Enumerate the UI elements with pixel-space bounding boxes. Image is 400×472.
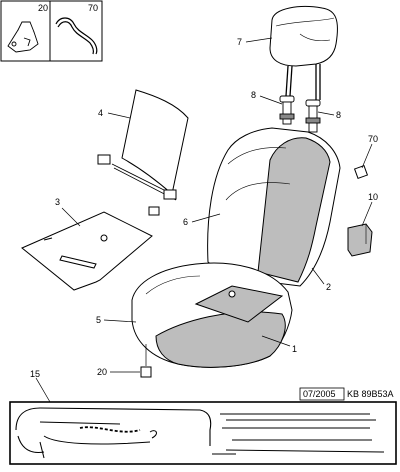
callout-20: 20 <box>97 367 107 377</box>
wire-part-icon <box>55 17 98 55</box>
seat-pad <box>21 211 153 291</box>
callout-8-right: 8 <box>336 110 341 120</box>
headrest <box>269 6 338 100</box>
callout-7: 7 <box>237 37 242 47</box>
callout-70: 70 <box>368 134 378 144</box>
seat-cushion <box>131 262 293 368</box>
callout-6: 6 <box>183 217 188 227</box>
part-20-marker <box>140 366 152 378</box>
legend-label-20: 20 <box>38 3 48 13</box>
legend-label-70: 70 <box>88 3 98 13</box>
reference-stamp: 07/2005 KB 89B53A <box>299 387 394 401</box>
callout-8-left: 8 <box>251 90 256 100</box>
reference-date: 07/2005 <box>303 389 336 399</box>
leader-lines <box>35 37 373 403</box>
side-trim <box>347 223 373 257</box>
seat-back <box>207 127 341 287</box>
callout-15: 15 <box>30 369 40 379</box>
callout-5: 5 <box>96 315 101 325</box>
callout-3: 3 <box>55 197 60 207</box>
wire-kit <box>9 401 397 465</box>
clip-part-icon <box>7 21 39 53</box>
back-panel <box>97 89 189 216</box>
reference-code: KB 89B53A <box>347 389 394 399</box>
callout-10: 10 <box>368 192 378 202</box>
callout-4: 4 <box>98 108 103 118</box>
part-70-marker <box>353 164 369 180</box>
callouts: 7 8 8 4 3 6 70 10 2 5 1 20 15 <box>30 37 378 379</box>
callout-2: 2 <box>326 282 331 292</box>
headrest-guides <box>279 95 321 133</box>
legend-boxes: 20 70 <box>0 0 103 62</box>
callout-1: 1 <box>292 344 297 354</box>
